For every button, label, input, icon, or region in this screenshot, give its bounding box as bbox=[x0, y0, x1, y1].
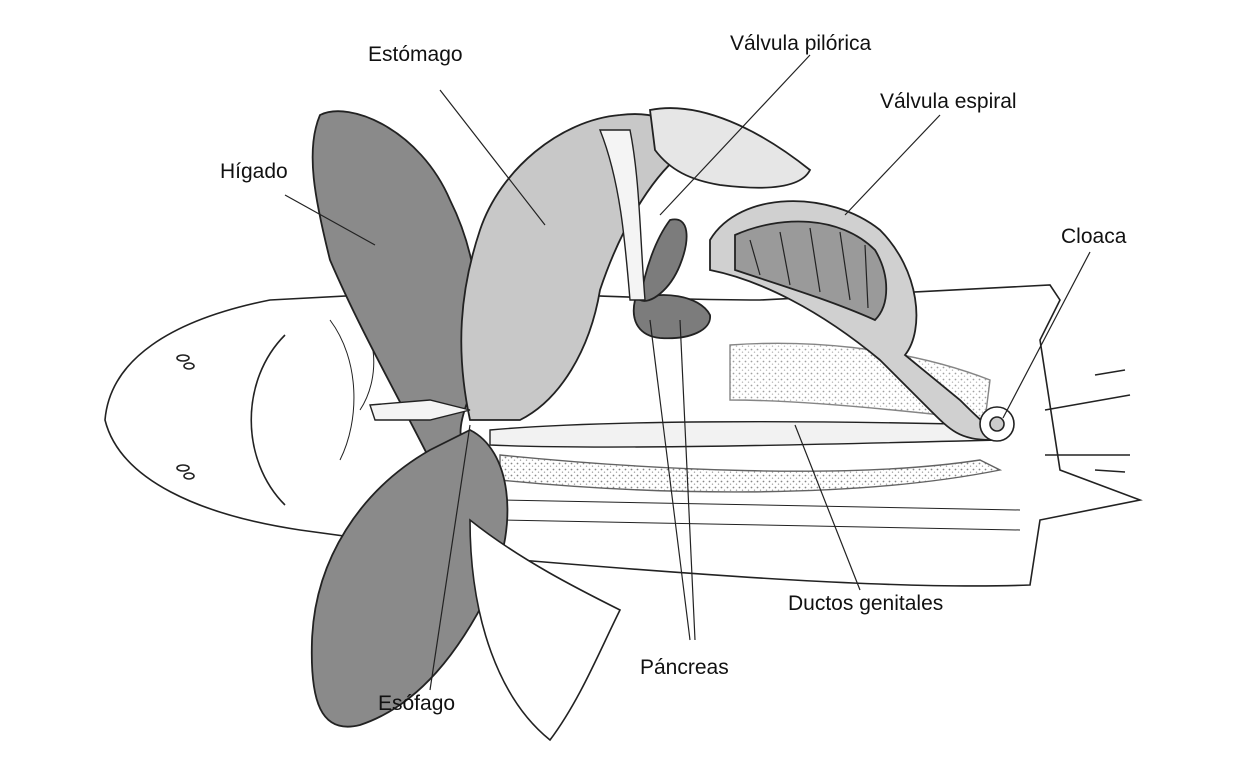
label-valvula-espiral: Válvula espiral bbox=[880, 91, 1017, 112]
label-valvula-pilorica: Válvula pilórica bbox=[730, 33, 871, 54]
leader-line-valvula-espiral bbox=[845, 115, 940, 215]
label-ductos-genitales: Ductos genitales bbox=[788, 593, 943, 614]
label-higado: Hígado bbox=[220, 161, 288, 182]
label-cloaca: Cloaca bbox=[1061, 226, 1126, 247]
pancreas bbox=[634, 219, 710, 338]
cloaca bbox=[980, 407, 1014, 441]
label-pancreas: Páncreas bbox=[640, 657, 729, 678]
label-esofago: Esófago bbox=[378, 693, 455, 714]
label-estomago: Estómago bbox=[368, 44, 463, 65]
